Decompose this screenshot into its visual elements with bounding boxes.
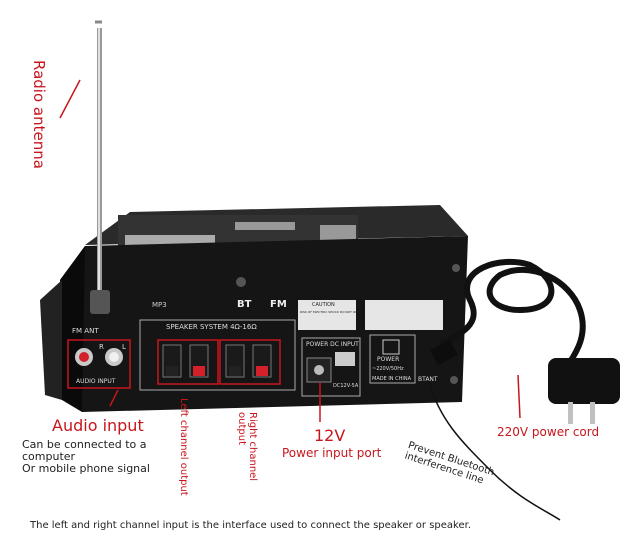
footer-caption: The left and right channel input is the … xyxy=(30,520,472,531)
bluetooth-wire xyxy=(427,379,561,521)
speaker-system-label: SPEAKER SYSTEM 4Ω-16Ω xyxy=(166,323,257,331)
power-input-port-callout: Power input port xyxy=(282,446,382,460)
audio-input-callout: Audio input xyxy=(52,416,144,435)
radio-antenna-callout: Radio antenna xyxy=(30,60,48,169)
dc-rating-label: DC12V-5A xyxy=(333,383,359,389)
risk-label-text: RISK OF ELECTRIC SHOCK DO NOT OPEN xyxy=(300,310,362,314)
right-speaker-frame xyxy=(219,339,281,385)
power-plug xyxy=(548,358,620,404)
channel-r-label: R xyxy=(99,343,104,351)
caution-label-2 xyxy=(365,300,443,330)
speaker-panel xyxy=(139,319,296,391)
power-voltage-callout: 12V xyxy=(314,426,346,445)
audio-input-panel-label: AUDIO INPUT xyxy=(76,378,116,385)
screw xyxy=(236,277,246,287)
screw xyxy=(452,264,460,272)
chassis-back xyxy=(60,236,468,412)
screw xyxy=(450,376,458,384)
power-panel xyxy=(369,334,416,384)
left-channel-output-callout: Left channel output xyxy=(178,398,189,496)
caution-label-text: CAUTION xyxy=(312,302,335,308)
right-channel-output-callout: Right channel output xyxy=(236,412,258,482)
audio-input-note-2: computer xyxy=(22,450,76,463)
fm-label: FM xyxy=(270,299,287,310)
audio-pointer xyxy=(109,389,119,407)
bt-ant-label: BTANT xyxy=(418,376,438,383)
terminal-red xyxy=(193,366,205,376)
power-dc-input-label: POWER DC INPUT xyxy=(306,341,359,348)
caution-label xyxy=(298,300,356,330)
dc-input-panel xyxy=(301,337,361,397)
cord-pointer xyxy=(517,374,521,419)
ac-rating-label: ~220V/50Hz xyxy=(372,366,404,372)
antenna-pointer xyxy=(59,79,81,119)
antenna-mount xyxy=(90,290,110,314)
made-in-label: MADE IN CHINA xyxy=(372,376,412,382)
power-cord xyxy=(438,258,586,372)
cord-strain-relief xyxy=(430,340,458,365)
audio-input-frame xyxy=(67,339,131,389)
bt-label: BT xyxy=(237,299,252,310)
left-speaker-frame xyxy=(157,339,219,385)
mp3-label: MP3 xyxy=(152,301,167,309)
fm-ant-label: FM ANT xyxy=(72,327,99,335)
audio-input-note-3: Or mobile phone signal xyxy=(22,462,150,475)
power-label: POWER xyxy=(377,356,400,363)
channel-l-label: L xyxy=(122,343,126,351)
audio-input-note-1: Can be connected to a xyxy=(22,438,147,451)
power-cord-callout: 220V power cord xyxy=(497,425,600,439)
